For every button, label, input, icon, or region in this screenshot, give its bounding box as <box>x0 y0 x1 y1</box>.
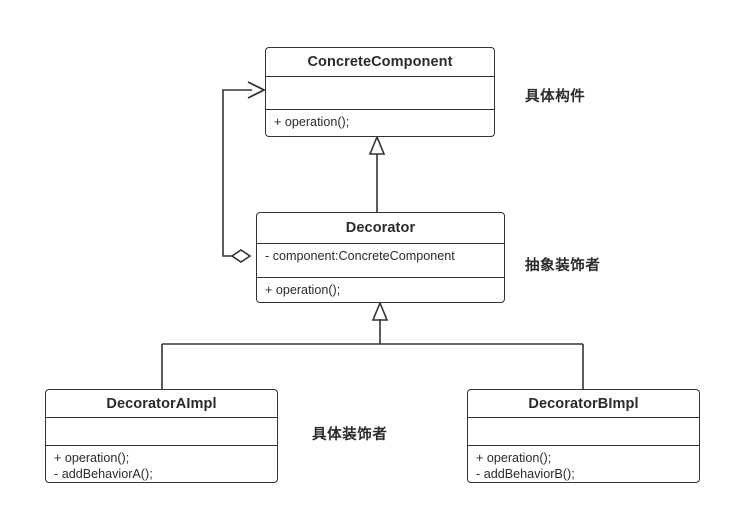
class-name-decorator-a-impl: DecoratorAImpl <box>46 390 277 419</box>
annotation-abstract-decorator: 抽象装饰者 <box>525 258 601 274</box>
class-operations-concrete-component: + operation(); <box>266 110 494 136</box>
class-attributes-decorator: - component:ConcreteComponent <box>257 244 504 278</box>
class-operations-decorator: + operation(); <box>257 278 504 302</box>
class-name-decorator: Decorator <box>257 213 504 244</box>
operation-item: + operation(); <box>476 451 552 465</box>
class-box-decorator-a-impl[interactable]: DecoratorAImpl + operation(); - addBehav… <box>45 389 278 483</box>
class-name-decorator-b-impl: DecoratorBImpl <box>468 390 699 419</box>
class-name-concrete-component: ConcreteComponent <box>266 48 494 77</box>
operation-item: + operation(); <box>274 115 350 129</box>
annotation-concrete-component: 具体构件 <box>525 89 586 105</box>
class-attributes-decorator-b-impl <box>468 418 699 446</box>
generalization-impls-to-decorator <box>161 300 584 389</box>
class-box-decorator[interactable]: Decorator - component:ConcreteComponent … <box>256 212 505 303</box>
class-box-concrete-component[interactable]: ConcreteComponent + operation(); <box>265 47 495 137</box>
aggregation-decorator-to-concrete-component <box>222 81 267 263</box>
operation-item: - addBehaviorB(); <box>476 467 575 481</box>
class-attributes-concrete-component <box>266 77 494 110</box>
operation-item: + operation(); <box>265 283 341 297</box>
operation-item: - addBehaviorA(); <box>54 467 153 481</box>
generalization-decorator-to-concrete-component <box>368 134 386 212</box>
annotation-concrete-decorator: 具体装饰者 <box>312 427 388 443</box>
class-box-decorator-b-impl[interactable]: DecoratorBImpl + operation(); - addBehav… <box>467 389 700 483</box>
class-operations-decorator-b-impl: + operation(); - addBehaviorB(); <box>468 446 699 482</box>
operation-item: + operation(); <box>54 451 130 465</box>
attribute-item: - component:ConcreteComponent <box>265 249 455 263</box>
class-operations-decorator-a-impl: + operation(); - addBehaviorA(); <box>46 446 277 482</box>
class-attributes-decorator-a-impl <box>46 418 277 446</box>
